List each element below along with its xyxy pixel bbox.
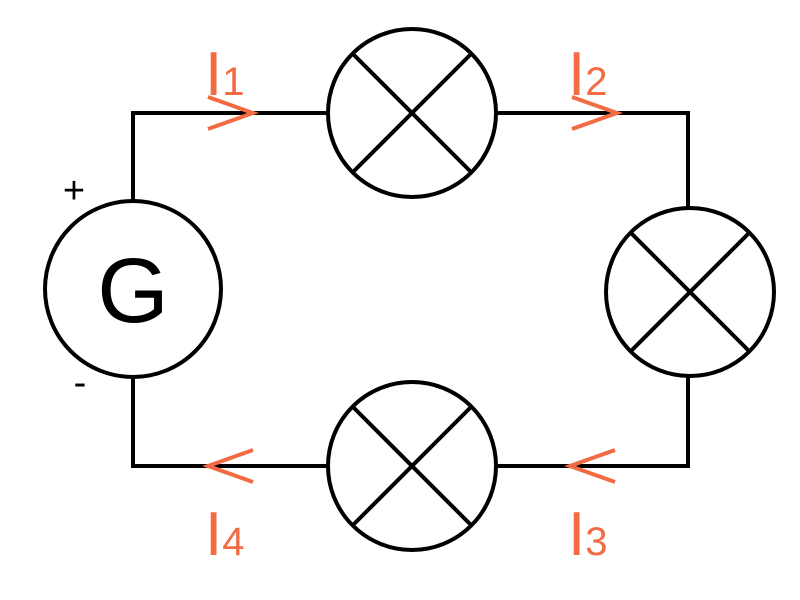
current-index: 4 xyxy=(222,520,244,564)
arrow-right-icon xyxy=(571,95,623,131)
current-symbol: I xyxy=(568,500,585,569)
lamp-cross-icon xyxy=(351,52,473,174)
current-index: 3 xyxy=(585,520,607,564)
current-label-1: I1 xyxy=(205,40,244,109)
generator: G + - xyxy=(43,170,223,404)
arrow-left-icon xyxy=(564,448,616,484)
lamp-right xyxy=(604,206,776,378)
arrow-right-icon xyxy=(207,95,259,131)
current-label-3: I3 xyxy=(568,500,607,569)
current-index: 2 xyxy=(585,60,607,104)
current-label-2: I2 xyxy=(568,40,607,109)
generator-circle xyxy=(43,199,223,379)
generator-letter: G xyxy=(97,240,169,342)
wire-bottom-left xyxy=(131,378,328,468)
generator-minus-label: - xyxy=(74,362,87,404)
current-symbol: I xyxy=(205,40,222,109)
wire-top-left xyxy=(131,111,328,200)
current-symbol: I xyxy=(205,500,222,569)
current-labels: I1 I2 I3 I4 xyxy=(205,40,607,569)
circuit-wires xyxy=(131,111,690,468)
lamp-top xyxy=(326,27,498,199)
generator-plus-label: + xyxy=(63,170,85,212)
arrow-left-icon xyxy=(202,448,254,484)
lamp-cross-icon xyxy=(629,231,751,353)
current-index: 1 xyxy=(222,60,244,104)
lamp-bottom xyxy=(326,380,498,552)
lamp-cross-icon xyxy=(351,405,473,527)
current-symbol: I xyxy=(568,40,585,109)
current-arrows xyxy=(202,95,623,484)
current-label-4: I4 xyxy=(205,500,244,569)
